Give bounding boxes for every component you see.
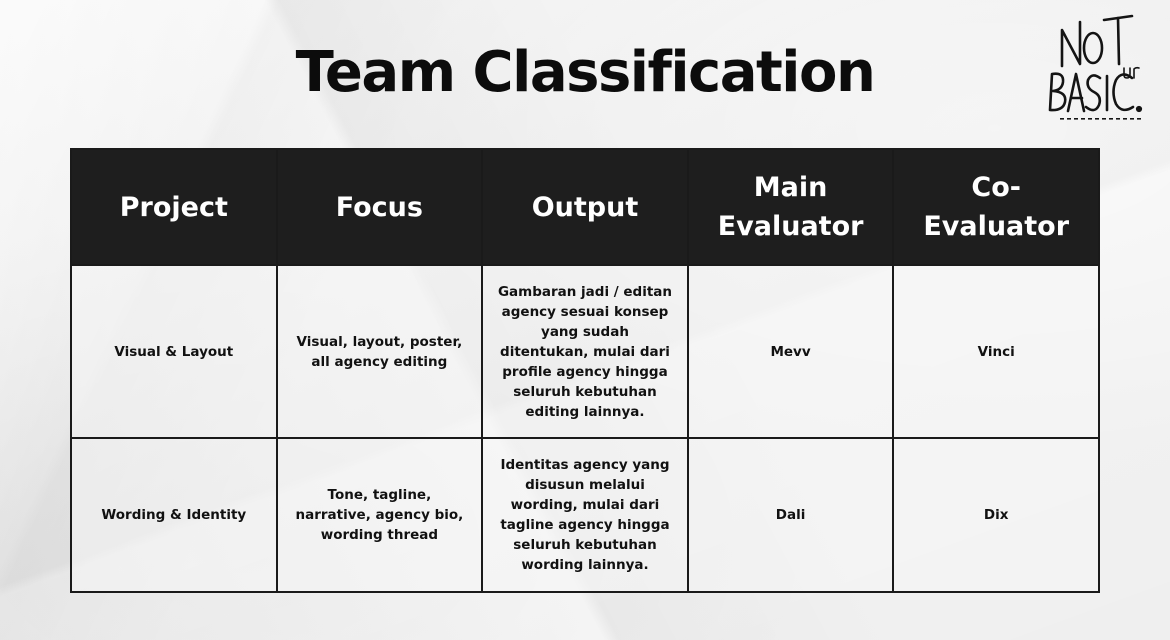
header-main-evaluator: Main Evaluator [686,148,895,266]
header-co-evaluator: Co-Evaluator [892,148,1100,266]
cell-project: Visual & Layout [70,264,278,439]
cell-main-evaluator: Dali [686,437,895,593]
cell-project: Wording & Identity [70,437,278,593]
header-focus: Focus [275,148,484,266]
header-output: Output [481,148,689,266]
cell-co-evaluator: Dix [892,437,1100,593]
cell-output: Gambaran jadi / editan agency sesuai kon… [481,264,689,439]
cell-co-evaluator: Vinci [892,264,1100,439]
brand-logo [1040,8,1160,126]
cell-focus: Visual, layout, poster, all agency editi… [275,264,484,439]
brand-logo-graphic [1048,14,1143,120]
cell-main-evaluator: Mevv [686,264,895,439]
table-header-row: Project Focus Output Main Evaluator Co-E… [70,148,1100,266]
cell-focus: Tone, tagline, narrative, agency bio, wo… [275,437,484,593]
cell-output: Identitas agency yang disusun melalui wo… [481,437,689,593]
header-project: Project [70,148,278,266]
table-row: Wording & Identity Tone, tagline, narrat… [70,437,1100,593]
classification-table: Project Focus Output Main Evaluator Co-E… [70,148,1100,593]
page-title: Team Classification [295,40,876,105]
table-row: Visual & Layout Visual, layout, poster, … [70,264,1100,439]
